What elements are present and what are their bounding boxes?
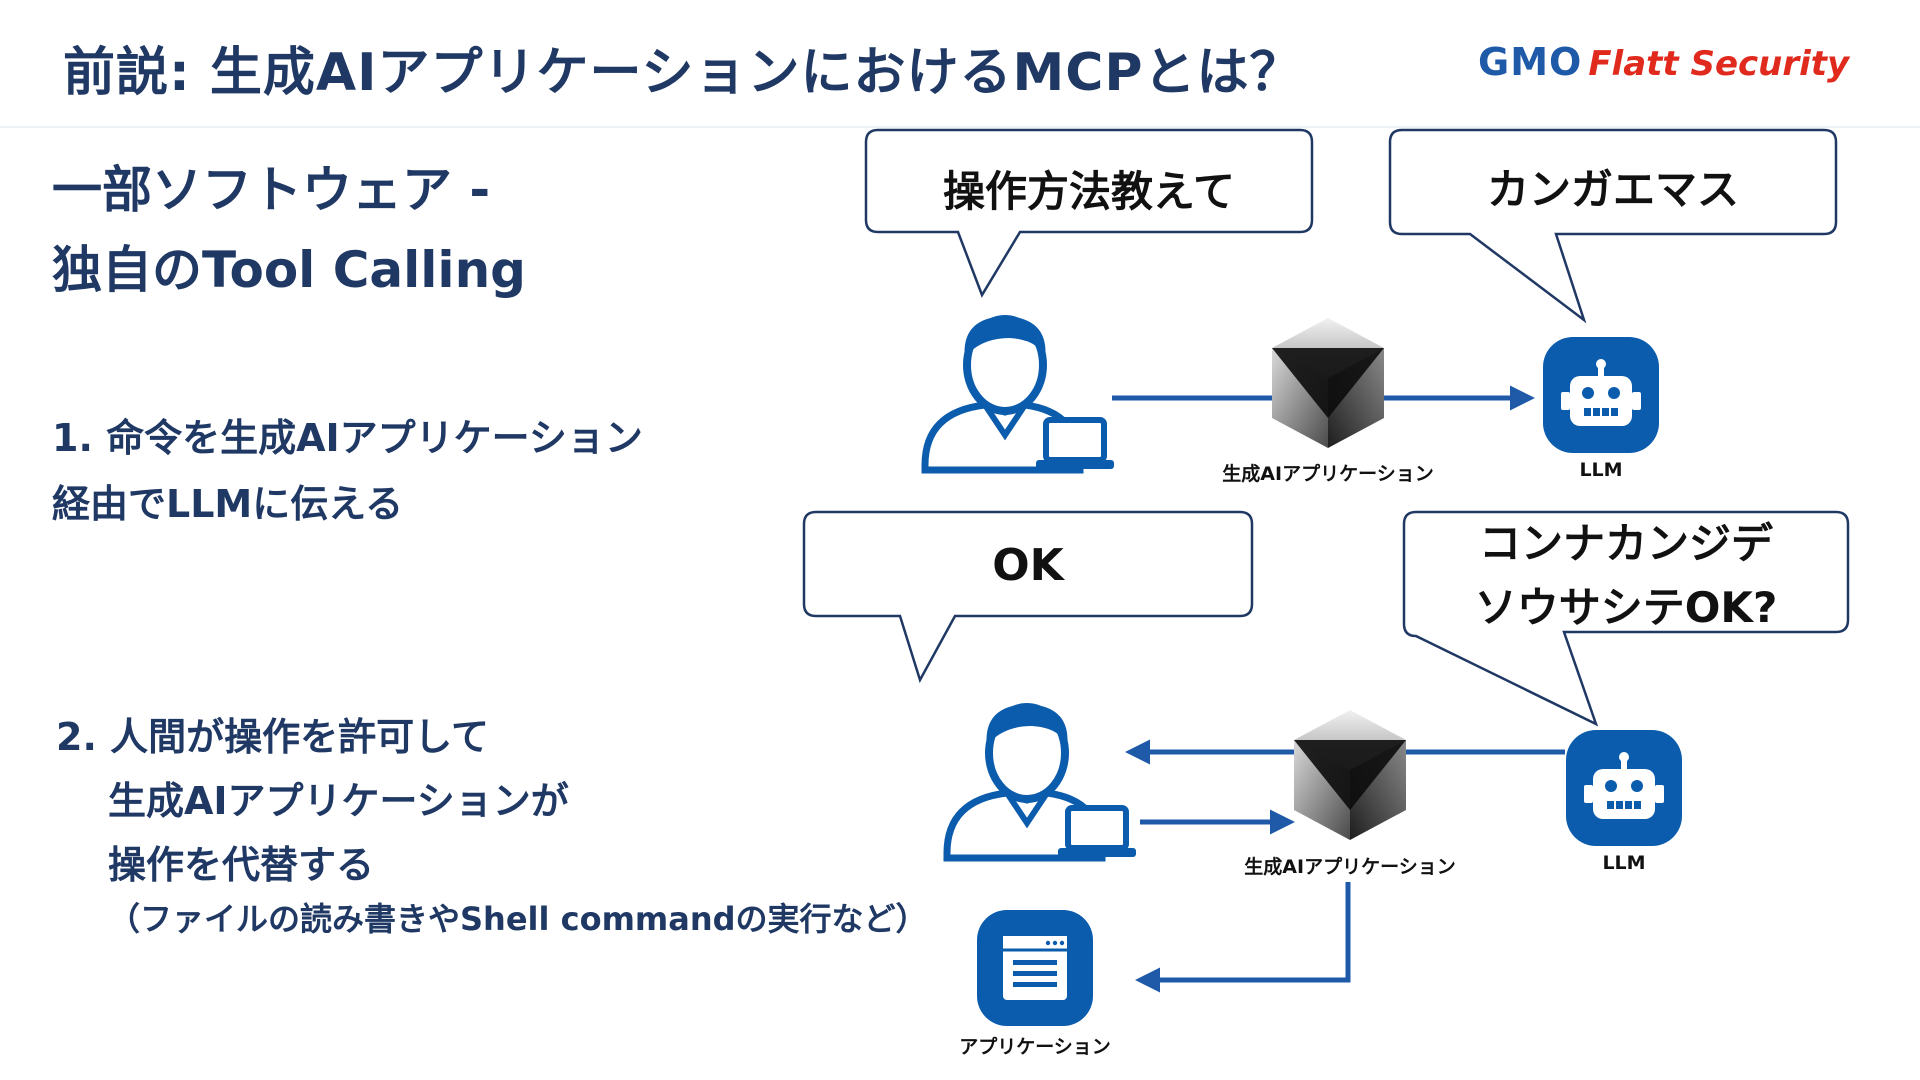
llm-bubble-2-line-2: ソウサシテOK? bbox=[1474, 583, 1778, 632]
step-2-line-3: 操作を代替する bbox=[108, 843, 375, 887]
step-2-line-2: 生成AIアプリケーションが bbox=[108, 779, 569, 823]
heading-line-1: 一部ソフトウェア - bbox=[52, 161, 491, 219]
llm-label-1: LLM bbox=[1579, 459, 1623, 481]
genai-app-label-2: 生成AIアプリケーション bbox=[1244, 856, 1456, 878]
step-1-line-1: 1. 命令を生成AIアプリケーション bbox=[52, 416, 643, 460]
llm-bubble-2-line-1: コンナカンジデ bbox=[1478, 519, 1773, 568]
application-window-icon bbox=[977, 910, 1093, 1026]
logo-flatt-text: Flatt Security bbox=[1588, 44, 1850, 84]
user-with-laptop-icon-1 bbox=[921, 315, 1114, 474]
llm-speech-bubble-1 bbox=[1388, 128, 1838, 324]
user-with-laptop-icon-2 bbox=[943, 703, 1136, 862]
user-speech-bubble-2 bbox=[802, 510, 1254, 684]
heading-line-2: 独自のTool Calling bbox=[52, 241, 526, 299]
user-bubble-1-text: 操作方法教えて bbox=[943, 167, 1235, 216]
logo-gmo-text: GMO bbox=[1478, 40, 1583, 84]
step-1-text: 1. 命令を生成AIアプリケーション 経由でLLMに伝える bbox=[52, 405, 643, 537]
step-2-line-1: 2. 人間が操作を許可して bbox=[56, 715, 489, 759]
header-divider bbox=[0, 126, 1920, 128]
section-heading: 一部ソフトウェア - 独自のTool Calling bbox=[52, 150, 526, 310]
arrow-app-to-target bbox=[1135, 882, 1351, 993]
llm-bubble-2-text: コンナカンジデ ソウサシテOK? bbox=[1404, 512, 1848, 640]
llm-speech-bubble-2 bbox=[1402, 510, 1850, 727]
genai-app-cube-icon-1 bbox=[1272, 318, 1384, 448]
step-1-line-2: 経由でLLMに伝える bbox=[52, 482, 404, 526]
llm-bubble-1-text: カンガエマス bbox=[1486, 165, 1739, 214]
page-title: 前説: 生成AIアプリケーションにおけるMCPとは？ bbox=[63, 43, 1303, 103]
application-label: アプリケーション bbox=[959, 1036, 1111, 1058]
llm-robot-icon-2 bbox=[1566, 730, 1682, 846]
step-2-note: （ファイルの読み書きやShell commandの実行など） bbox=[108, 900, 928, 938]
user-speech-bubble-1 bbox=[864, 128, 1314, 298]
llm-robot-icon-1 bbox=[1543, 337, 1659, 453]
step-2-text: 2. 人間が操作を許可して 生成AIアプリケーションが 操作を代替する （ファイ… bbox=[56, 705, 928, 941]
llm-label-2: LLM bbox=[1602, 852, 1646, 874]
user-bubble-2-text: OK bbox=[992, 540, 1064, 591]
genai-app-cube-icon-2 bbox=[1294, 710, 1406, 840]
genai-app-label-1: 生成AIアプリケーション bbox=[1222, 463, 1434, 485]
